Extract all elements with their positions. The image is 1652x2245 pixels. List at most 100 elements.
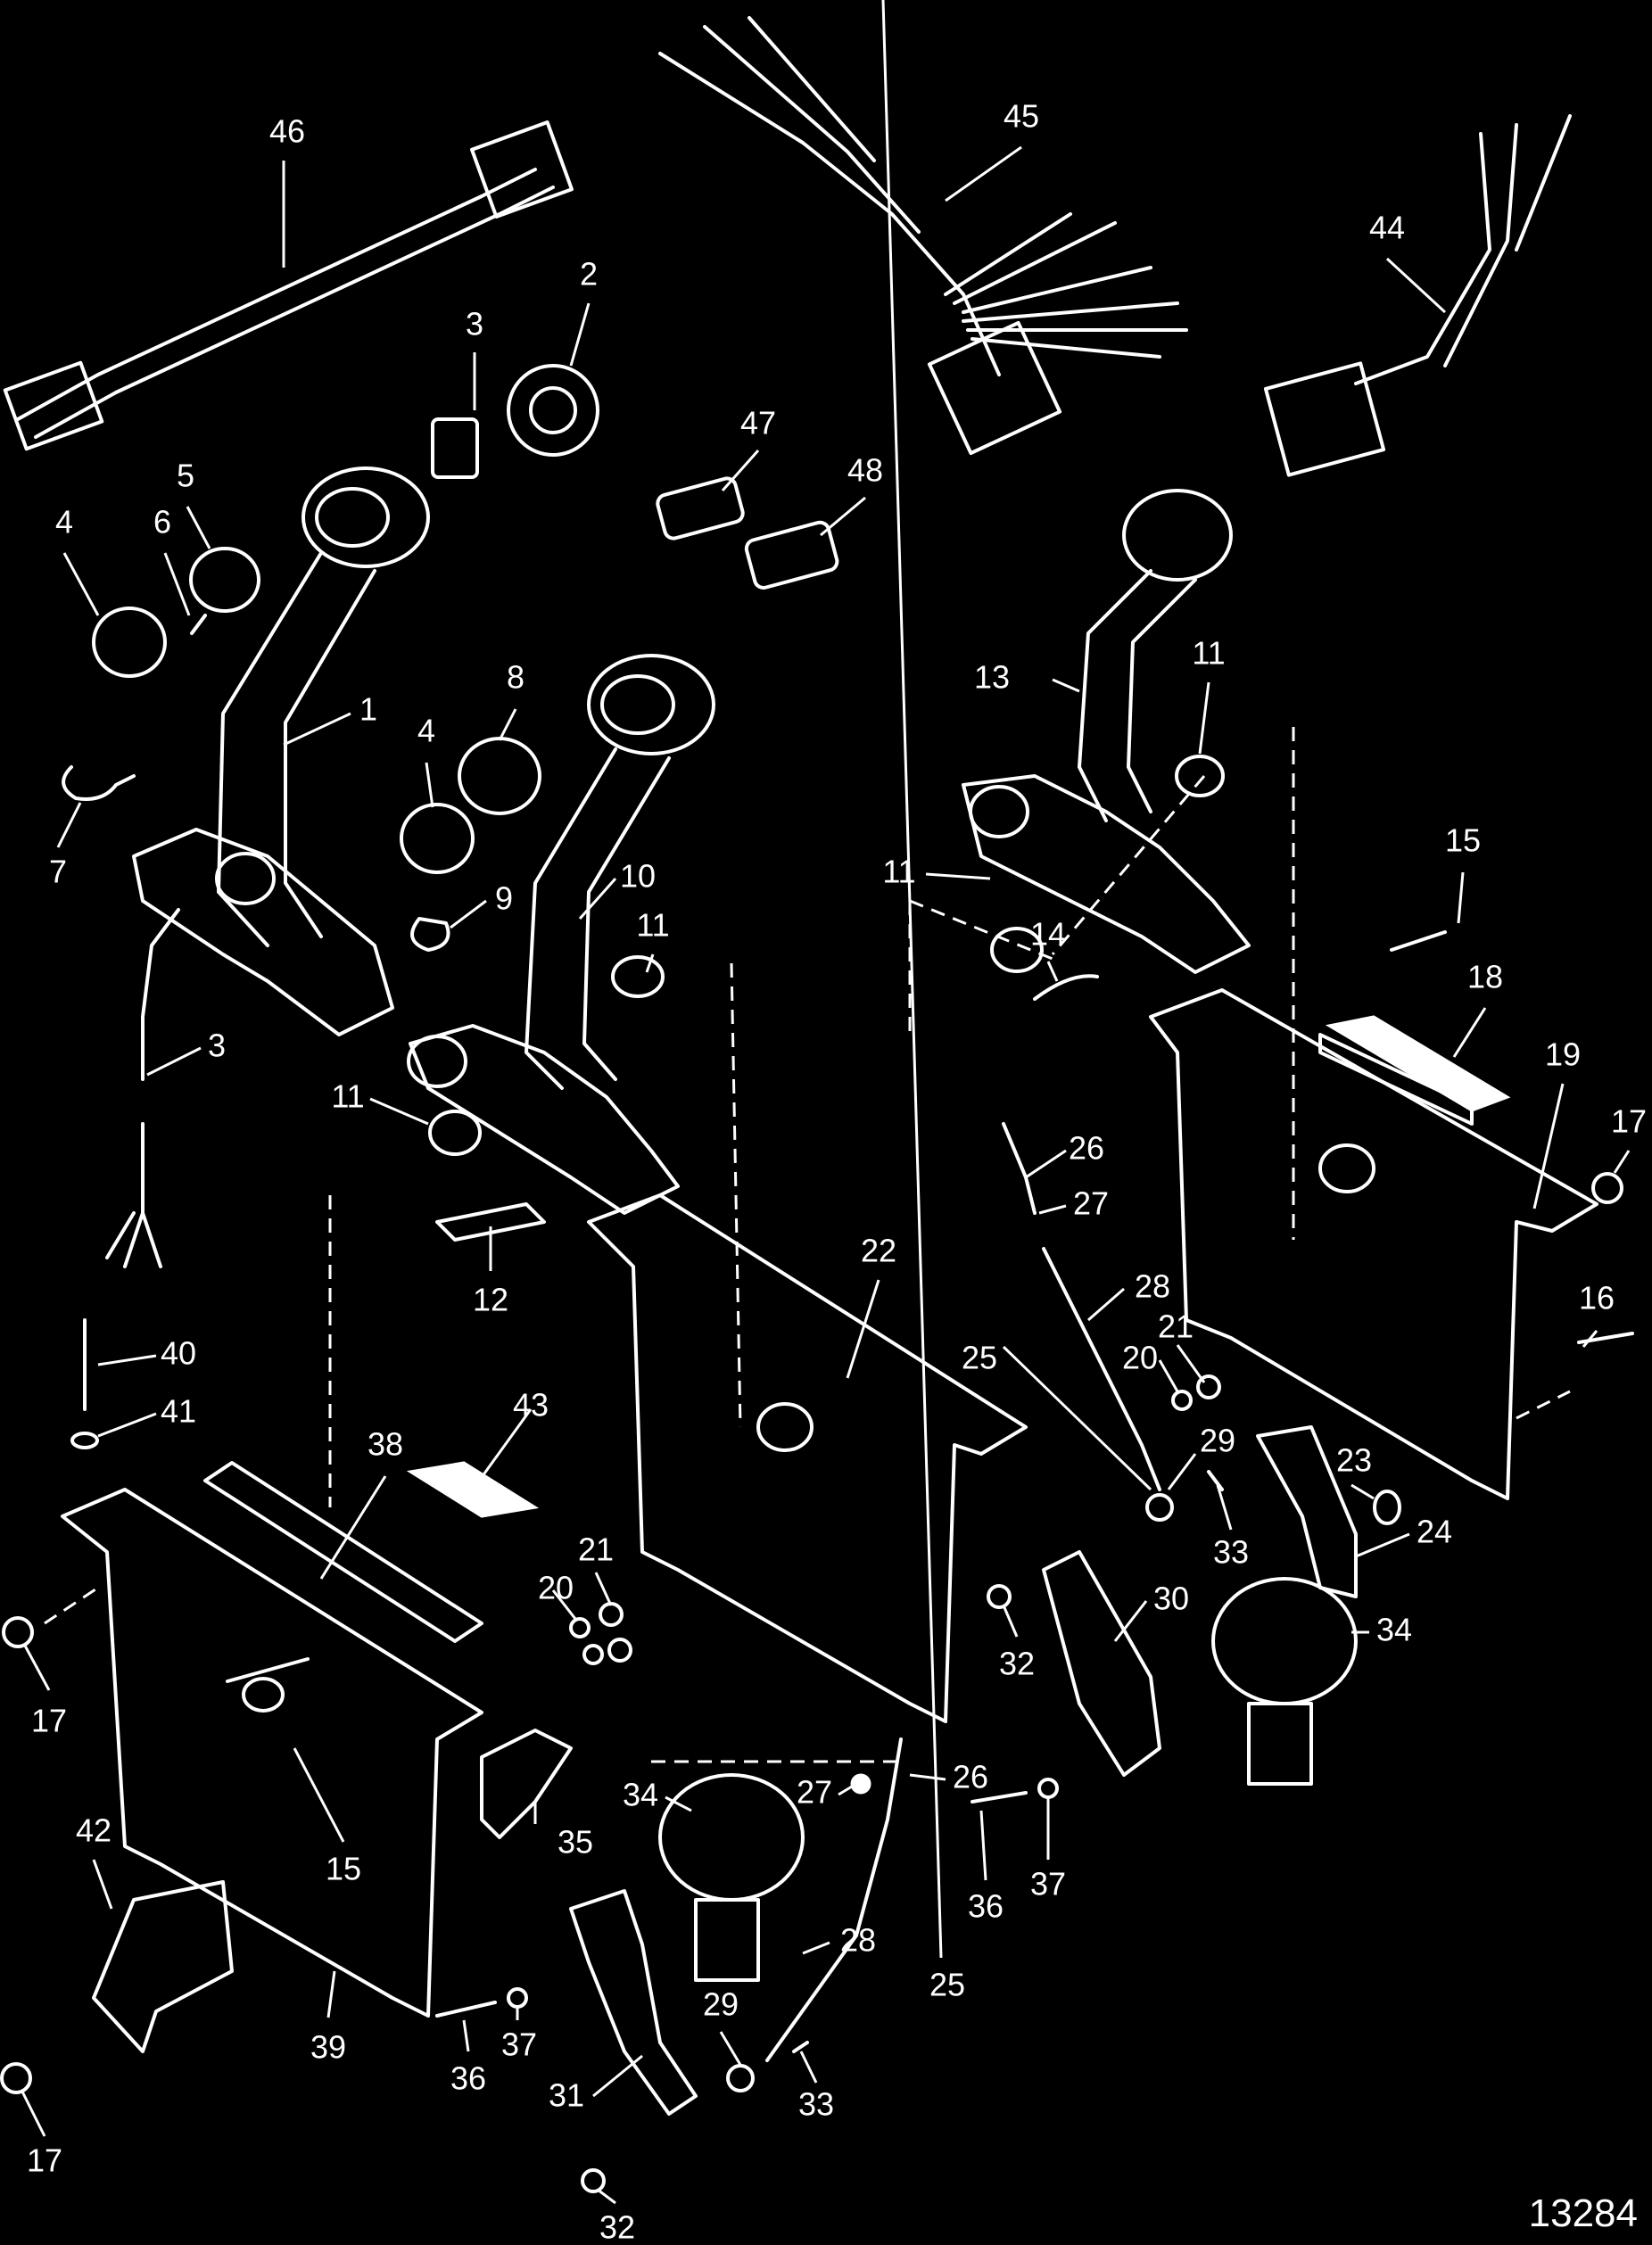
callout-45-label: 45 — [1004, 98, 1039, 135]
callout-20-right: 20 — [1122, 1340, 1179, 1392]
callout-31: 31 — [549, 2054, 643, 2114]
callout-17-right-label: 17 — [1611, 1103, 1647, 1140]
callout-22-label: 22 — [861, 1233, 896, 1269]
mounting-plate-22 — [587, 1193, 1028, 1723]
callout-17-bottom-label: 17 — [27, 2142, 62, 2179]
clip-7-and-leads-3 — [62, 765, 180, 1268]
callout-3-top-label: 3 — [466, 306, 483, 343]
callout-20-left: 20 — [538, 1570, 577, 1620]
callout-5: 5 — [177, 458, 211, 549]
callout-19-label: 19 — [1545, 1036, 1581, 1073]
callout-5-label: 5 — [177, 458, 194, 494]
link-rod-lower — [726, 1737, 903, 2092]
callout-15-right: 15 — [1445, 822, 1481, 924]
callout-4-left-label: 4 — [55, 504, 73, 541]
small-parts-12-14 — [435, 974, 1099, 1242]
detent-parts-20-21 — [569, 1374, 1221, 1665]
callout-29-upper: 29 — [1167, 1423, 1235, 1490]
callout-10: 10 — [578, 858, 656, 920]
callout-47: 47 — [721, 405, 776, 491]
callout-44-label: 44 — [1369, 210, 1405, 246]
callout-28-lower: 28 — [802, 1922, 876, 1959]
callout-32-upper: 32 — [999, 1605, 1035, 1682]
callout-35-label: 35 — [558, 1824, 593, 1861]
callout-17-bottom: 17 — [21, 2091, 62, 2179]
callout-36-left-label: 36 — [450, 2060, 486, 2097]
callout-2-label: 2 — [580, 256, 598, 293]
wiring-harness-44 — [1263, 114, 1572, 477]
callout-21-left-label: 21 — [578, 1531, 614, 1568]
callout-34-left: 34 — [623, 1777, 692, 1813]
control-handle-1 — [132, 466, 430, 1036]
callout-8-label: 8 — [507, 659, 525, 696]
callout-48-label: 48 — [847, 452, 883, 489]
callout-23: 23 — [1336, 1442, 1375, 1500]
callout-41-label: 41 — [161, 1393, 196, 1430]
callout-4-left: 4 — [55, 504, 100, 616]
callout-3-top: 3 — [466, 306, 483, 410]
callout-22: 22 — [846, 1233, 896, 1379]
callout-11-center: 11 — [636, 907, 670, 973]
callout-43: 43 — [471, 1387, 549, 1490]
callout-11-left: 11 — [331, 1078, 429, 1126]
control-handle-13 — [962, 489, 1251, 974]
callout-20-right-label: 20 — [1122, 1340, 1158, 1376]
callout-11-right-top: 11 — [1192, 635, 1226, 755]
callout-38-label: 38 — [368, 1426, 403, 1463]
callout-15-left: 15 — [293, 1747, 361, 1887]
callout-20-left-label: 20 — [538, 1570, 574, 1606]
callout-25-lower: 25 — [881, 0, 965, 2003]
callout-11-right-top-label: 11 — [1192, 635, 1225, 672]
callout-40: 40 — [97, 1335, 196, 1372]
callout-4-center-label: 4 — [417, 713, 435, 749]
callout-17-left-label: 17 — [31, 1703, 67, 1739]
callout-16: 16 — [1579, 1280, 1615, 1348]
callout-11-right-mid: 11 — [882, 854, 991, 890]
callout-15-left-label: 15 — [326, 1851, 361, 1887]
callout-47-label: 47 — [740, 405, 776, 442]
callout-3-left: 3 — [146, 1028, 226, 1077]
callouts: 46 45 44 3 2 47 48 5 4 6 1 13 11 8 4 7 1… — [21, 0, 1647, 2245]
wiring-harness-46 — [3, 120, 574, 451]
callout-1-label: 1 — [359, 691, 377, 728]
mounting-plate-39 — [61, 1461, 483, 2018]
callout-29-lower-label: 29 — [703, 1986, 739, 2023]
callout-42-label: 42 — [76, 1812, 112, 1849]
callout-48: 48 — [820, 452, 883, 537]
fasteners — [0, 930, 1634, 2193]
callout-7-label: 7 — [49, 854, 67, 890]
callout-11-center-label: 11 — [636, 907, 669, 944]
bezel-parts-4-5-6 — [92, 547, 260, 678]
control-handle-10 — [407, 654, 715, 1215]
callout-38: 38 — [319, 1426, 403, 1580]
callout-34-right-label: 34 — [1376, 1612, 1412, 1648]
assembly-dashed-lines — [44, 727, 1571, 1763]
bushings-11 — [428, 755, 1225, 1156]
position-sensors-34 — [658, 1577, 1358, 1982]
callout-27-upper: 27 — [1038, 1185, 1109, 1222]
callout-4-center: 4 — [417, 713, 435, 808]
callout-41: 41 — [97, 1393, 196, 1438]
callout-33-upper: 33 — [1213, 1484, 1249, 1571]
callout-37-left-label: 37 — [501, 2026, 537, 2063]
callout-26-lower: 26 — [909, 1759, 988, 1795]
callout-13-label: 13 — [974, 659, 1010, 696]
callout-2: 2 — [569, 256, 598, 367]
callout-16-label: 16 — [1579, 1280, 1615, 1316]
callout-12: 12 — [473, 1226, 508, 1318]
callout-11-left-label: 11 — [331, 1078, 364, 1115]
callout-34-right: 34 — [1351, 1612, 1412, 1648]
callout-33-lower-label: 33 — [798, 2086, 834, 2123]
callout-29-upper-label: 29 — [1200, 1423, 1235, 1459]
callout-27-upper-label: 27 — [1073, 1185, 1109, 1222]
switch-parts-2-3 — [431, 364, 599, 479]
callout-40-label: 40 — [161, 1335, 196, 1372]
callout-15-right-label: 15 — [1445, 822, 1481, 859]
callout-44: 44 — [1369, 210, 1447, 314]
callout-6-label: 6 — [153, 504, 171, 541]
connectors-47-48 — [656, 476, 839, 590]
callout-25-lower-label: 25 — [929, 1967, 965, 2003]
callout-39: 39 — [310, 1970, 346, 2066]
callout-36-right-label: 36 — [968, 1888, 1004, 1925]
figure-number: 13284 — [1528, 2191, 1638, 2235]
